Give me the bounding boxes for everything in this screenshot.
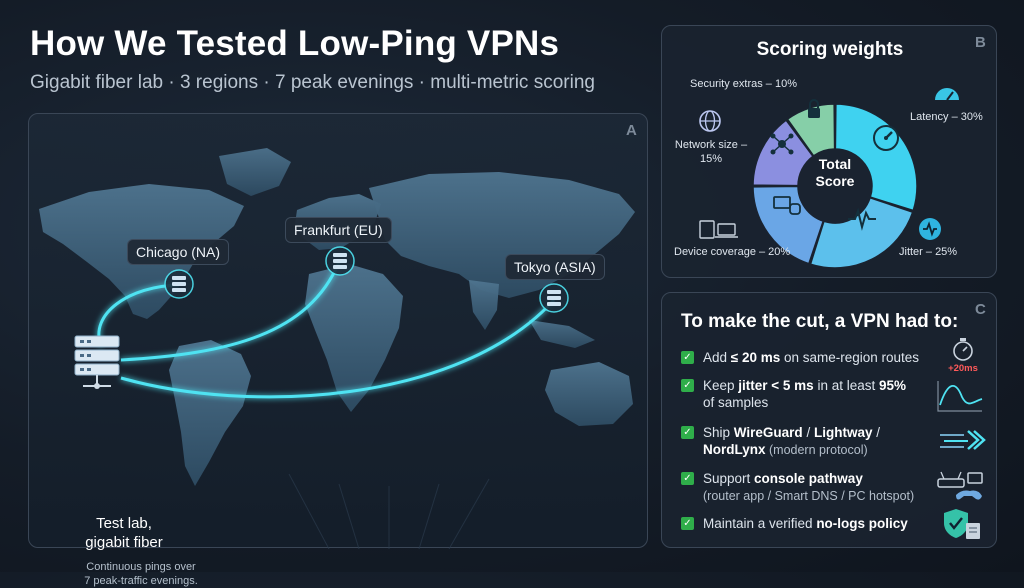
criterion-no-logs: ✓ Maintain a verified no-logs policy bbox=[681, 515, 908, 532]
tokyo-label: Tokyo (ASIA) bbox=[505, 254, 605, 280]
latency-gauge-icon bbox=[935, 88, 959, 101]
test-lab-title-line1: Test lab, bbox=[96, 515, 152, 532]
test-lab-title: Test lab, gigabit fiber bbox=[69, 514, 179, 552]
criterion-latency: ✓ Add ≤ 20 ms on same-region routes bbox=[681, 349, 919, 366]
network-icon bbox=[770, 133, 794, 155]
criterion-console-text: Support console pathway(router app / Sma… bbox=[703, 471, 915, 503]
world-map bbox=[39, 148, 635, 549]
label-device-coverage: Device coverage – 20% bbox=[674, 246, 791, 258]
chicago-label: Chicago (NA) bbox=[127, 239, 230, 265]
donut-hole bbox=[798, 149, 872, 223]
device-coverage-icon bbox=[699, 220, 738, 239]
speedometer-icon bbox=[873, 125, 899, 151]
continent-africa bbox=[305, 264, 403, 412]
label-security-extras: Security extras – 10% bbox=[690, 78, 797, 90]
continent-south-america bbox=[169, 340, 251, 486]
test-setup-map-panel: A Chicago (NA) Frankfurt (EU) Tokyo (ASI… bbox=[28, 113, 648, 587]
label-network-size-line2: 15% bbox=[699, 153, 723, 165]
speed-arrows-icon bbox=[940, 430, 986, 450]
arc-to-frankfurt bbox=[120, 261, 341, 362]
test-lab-note: Continuous pings over 7 peak-traffic eve… bbox=[61, 560, 221, 588]
page-title: How We Tested Low-Ping VPNs bbox=[30, 24, 560, 63]
stopwatch-badge: +20ms bbox=[948, 363, 978, 373]
page-subtitle: Gigabit fiber lab · 3 regions · 7 peak e… bbox=[30, 72, 595, 93]
continent-india bbox=[469, 280, 499, 330]
label-jitter: Jitter – 25% bbox=[899, 246, 958, 258]
check-icon: ✓ bbox=[681, 517, 694, 530]
criterion-jitter: ✓ Keep jitter < 5 ms in at least 95%of s… bbox=[681, 377, 906, 411]
criteria-title: To make the cut, a VPN had to: bbox=[681, 311, 959, 332]
criterion-protocol-text: Ship WireGuard / Lightway /NordLynx (mod… bbox=[703, 425, 880, 457]
check-icon: ✓ bbox=[681, 351, 694, 364]
check-icon: ✓ bbox=[681, 379, 694, 392]
criterion-console: ✓ Support console pathway(router app / S… bbox=[681, 470, 914, 505]
panel-letter-b: B bbox=[975, 34, 986, 51]
panel-letter-c: C bbox=[975, 301, 986, 318]
criterion-protocol: ✓ Ship WireGuard / Lightway /NordLynx (m… bbox=[681, 424, 880, 459]
chicago-server-icon bbox=[164, 269, 194, 299]
check-icon: ✓ bbox=[681, 472, 694, 485]
scoring-weights-title: Scoring weights bbox=[756, 39, 904, 60]
donut-center-line2: Score bbox=[816, 173, 855, 189]
check-icon: ✓ bbox=[681, 426, 694, 439]
continent-southeast-asia bbox=[529, 320, 595, 348]
lock-icon bbox=[808, 99, 820, 118]
scoring-weights-panel: Scoring weights B Total Score bbox=[661, 25, 997, 278]
criteria-panel: To make the cut, a VPN had to: C ✓ Add ≤… bbox=[661, 292, 997, 548]
tokyo-server-icon bbox=[539, 283, 569, 313]
arc-to-tokyo bbox=[120, 298, 556, 399]
security-globe-icon bbox=[699, 110, 721, 132]
test-lab-note-line1: Continuous pings over bbox=[86, 561, 196, 573]
pulse-icon bbox=[848, 207, 876, 231]
continent-greenland bbox=[219, 148, 291, 196]
stopwatch-icon: +20ms bbox=[948, 338, 978, 373]
jitter-graph-icon bbox=[937, 381, 983, 412]
router-console-icon bbox=[937, 471, 983, 500]
donut-center-line1: Total bbox=[819, 156, 851, 172]
test-lab-title-line2: gigabit fiber bbox=[85, 534, 163, 551]
test-lab-note-line2: 7 peak-traffic evenings. bbox=[84, 575, 198, 587]
shield-check-icon bbox=[944, 509, 980, 539]
criterion-no-logs-text: Maintain a verified no-logs policy bbox=[703, 516, 908, 531]
scoring-donut-chart: Total Score bbox=[699, 88, 959, 269]
frankfurt-server-icon bbox=[325, 246, 355, 276]
label-network-size: Network size – 15% bbox=[673, 138, 749, 166]
test-lab-server-icon bbox=[74, 335, 120, 389]
jitter-wave-icon bbox=[919, 218, 941, 240]
criterion-jitter-text: Keep jitter < 5 ms in at least 95%of sam… bbox=[703, 378, 907, 410]
label-network-size-line1: Network size – bbox=[674, 139, 748, 151]
criterion-latency-text: Add ≤ 20 ms on same-region routes bbox=[703, 350, 920, 365]
panel-letter-a: A bbox=[626, 122, 637, 139]
devices-icon bbox=[773, 196, 801, 215]
frankfurt-label: Frankfurt (EU) bbox=[285, 217, 392, 243]
label-latency: Latency – 30% bbox=[910, 111, 983, 123]
continent-australia bbox=[545, 362, 633, 426]
